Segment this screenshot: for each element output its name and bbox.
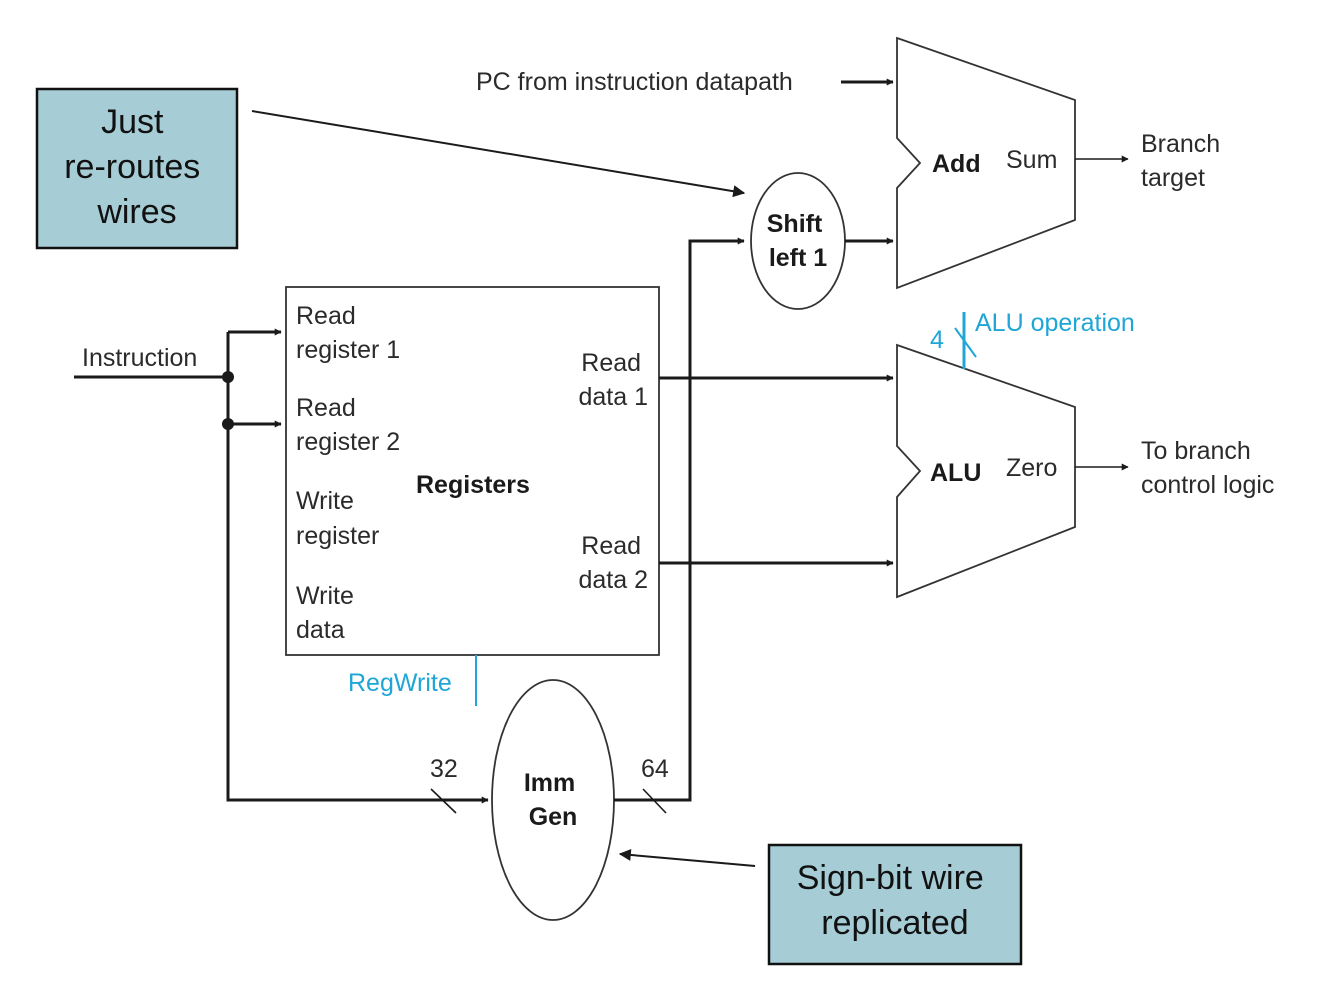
branch-control-label: To branch control logic <box>1141 437 1274 499</box>
read-register-1-label: Read register 1 <box>296 302 400 364</box>
registers-title: Registers <box>416 471 530 499</box>
alu-label: ALU <box>930 459 981 487</box>
adder-shape <box>896 36 1076 290</box>
callout-signbit-text: Sign-bit wire replicated <box>797 859 994 942</box>
read-data-1-label: Read data 1 <box>578 349 648 411</box>
write-data-label: Write data <box>296 582 361 644</box>
imm-in-width-slash <box>430 788 457 814</box>
write-register-label: Write register <box>296 487 379 550</box>
regwrite-label: RegWrite <box>348 669 452 697</box>
callout-signbit-arrow <box>618 848 756 867</box>
register-file-box <box>285 286 660 656</box>
instruction-label: Instruction <box>82 344 197 372</box>
instruction-bus <box>226 332 489 804</box>
imm-out-wire <box>614 237 745 802</box>
alu-operation-width-slash <box>954 327 977 358</box>
callout-reroutes-text: Just re-routes wires <box>64 103 210 231</box>
shift-left-1-ellipse <box>750 172 846 310</box>
imm-out-width-slash <box>642 788 667 814</box>
branch-target-label: Branch target <box>1141 130 1227 192</box>
junction-dot-1 <box>222 371 234 383</box>
alu-operation-width-label: 4 <box>930 326 944 354</box>
imm-gen-label: Imm Gen <box>524 769 582 831</box>
read-data-2-label: Read data 2 <box>578 532 648 594</box>
callout-signbit-box <box>767 843 1023 966</box>
callout-reroutes-arrow <box>251 110 746 198</box>
alu-operation-label: ALU operation <box>975 309 1135 337</box>
pc-input-label: PC from instruction datapath <box>476 68 793 96</box>
adder-sum-label: Sum <box>1006 146 1057 174</box>
callout-reroutes-box <box>35 87 239 250</box>
shift-left-1-label: Shift left 1 <box>767 210 830 272</box>
junction-dot-2 <box>222 418 234 430</box>
read-register-2-label: Read register 2 <box>296 394 400 456</box>
imm-in-width-label: 32 <box>430 755 458 783</box>
alu-shape <box>896 343 1076 599</box>
alu-zero-label: Zero <box>1006 454 1057 482</box>
adder-label: Add <box>932 150 981 178</box>
imm-out-width-label: 64 <box>641 755 669 783</box>
imm-gen-ellipse <box>491 679 615 921</box>
